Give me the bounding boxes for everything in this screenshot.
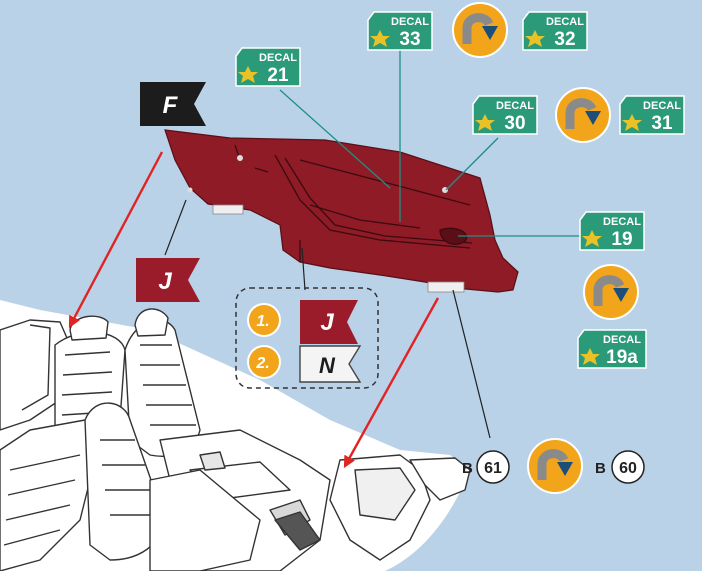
step-1: 1. J bbox=[248, 300, 358, 344]
rotate-icon bbox=[453, 3, 507, 57]
rotate-icon bbox=[584, 265, 638, 319]
decal-number: 19a bbox=[606, 347, 638, 368]
rotate-icon bbox=[528, 439, 582, 493]
decal-30: DECAL 30 bbox=[473, 96, 537, 134]
decal-label: DECAL bbox=[496, 100, 534, 112]
decal-label: DECAL bbox=[391, 16, 429, 28]
decal-label: DECAL bbox=[259, 52, 297, 64]
decal-21: DECAL 21 bbox=[236, 48, 300, 86]
decal-19: DECAL 19 bbox=[580, 212, 644, 250]
step-1-label: 1. bbox=[256, 313, 269, 330]
decal-label: DECAL bbox=[643, 100, 681, 112]
part-ref-prefix: B bbox=[595, 460, 606, 477]
car-interior-lineart bbox=[0, 300, 470, 571]
flag-side: J bbox=[136, 258, 200, 302]
door-panel-part bbox=[165, 130, 518, 292]
step-2-label: 2. bbox=[255, 355, 269, 372]
flag-side-text: J bbox=[158, 268, 172, 295]
decal-label: DECAL bbox=[603, 216, 641, 228]
decal-number: 32 bbox=[554, 29, 575, 50]
decal-label: DECAL bbox=[546, 16, 584, 28]
flag-top-text: F bbox=[163, 92, 179, 119]
decal-number: 33 bbox=[399, 29, 420, 50]
rotate-icon bbox=[556, 88, 610, 142]
part-ref-number: 61 bbox=[484, 460, 502, 477]
step-2: 2. N bbox=[248, 346, 360, 382]
decal-number: 21 bbox=[267, 65, 289, 86]
flag-step-1-text: J bbox=[320, 309, 334, 336]
decal-number: 19 bbox=[611, 229, 632, 250]
decal-label: DECAL bbox=[603, 334, 641, 346]
flag-top: F bbox=[140, 82, 206, 126]
part-ref-b61: B 61 bbox=[462, 451, 509, 483]
decal-31: DECAL 31 bbox=[620, 96, 684, 134]
decal-number: 30 bbox=[504, 113, 525, 134]
decal-33: DECAL 33 bbox=[368, 12, 432, 50]
decal-19a: DECAL 19a bbox=[578, 330, 646, 368]
part-ref-prefix: B bbox=[462, 460, 473, 477]
part-ref-number: 60 bbox=[619, 460, 637, 477]
flag-step-2-text: N bbox=[319, 353, 336, 378]
part-ref-b60: B 60 bbox=[595, 451, 644, 483]
decal-number: 31 bbox=[651, 113, 673, 134]
decal-32: DECAL 32 bbox=[523, 12, 587, 50]
